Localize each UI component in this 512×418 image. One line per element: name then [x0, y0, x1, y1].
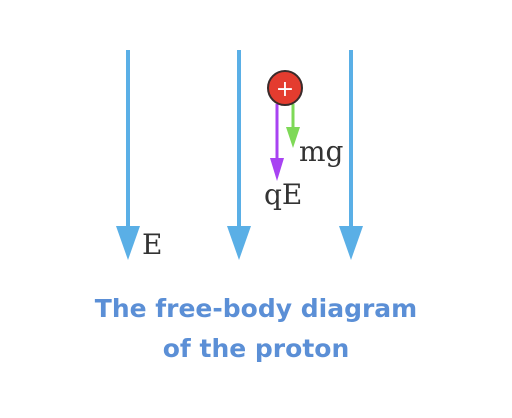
gravity-force-arrow	[286, 104, 300, 148]
proton: +	[267, 70, 303, 106]
field-line-left	[116, 50, 140, 260]
proton-body	[267, 70, 303, 106]
caption-line-2: of the proton	[162, 334, 350, 363]
field-line-right	[339, 50, 363, 260]
proton-symbol: +	[276, 77, 294, 102]
caption-line-1: The free-body diagram	[94, 294, 418, 323]
field-line-middle	[227, 50, 251, 260]
electric-force-label: qE	[264, 178, 302, 211]
gravity-force-label: mg	[299, 135, 344, 168]
field-label: E	[142, 228, 162, 261]
electric-force-arrow	[270, 104, 284, 181]
